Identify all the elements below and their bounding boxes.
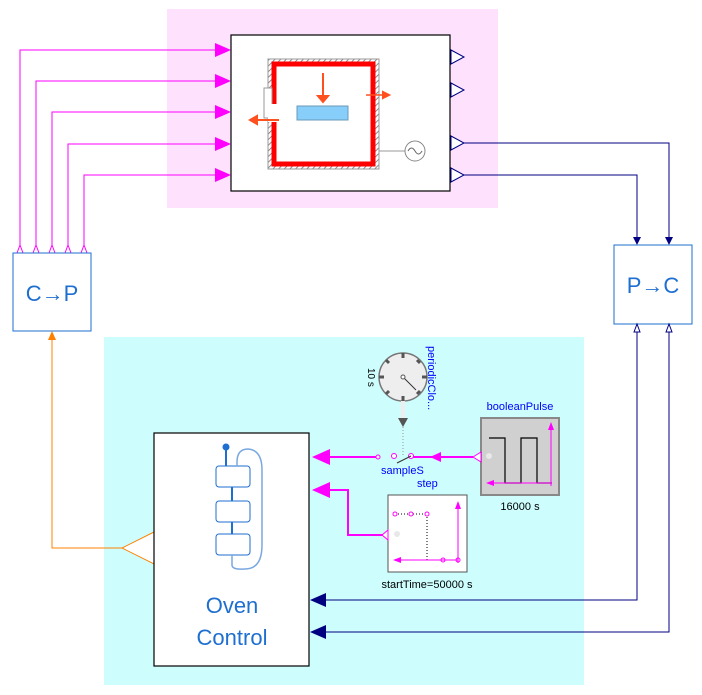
step-block[interactable]: startTime=50000 s xyxy=(381,494,473,591)
oven-control-boolean-inputs xyxy=(312,449,441,498)
step-start-time: startTime=50000 s xyxy=(382,579,473,591)
sample-step-label-line2: step xyxy=(417,478,438,490)
c-to-p-clock-input xyxy=(48,331,56,340)
boolean-pulse-period: 16000 s xyxy=(500,501,540,513)
oven-control-label-line1: Oven xyxy=(206,593,259,618)
oven-output-ports xyxy=(450,49,466,183)
clock-connection[interactable] xyxy=(51,340,122,549)
oven-plant-block[interactable] xyxy=(230,34,451,192)
p-to-c-output-ports xyxy=(633,322,673,333)
real-connections-plant[interactable] xyxy=(464,142,670,237)
real-connections-control[interactable] xyxy=(326,332,670,633)
boolean-pulse-output-port xyxy=(472,451,482,463)
boolean-connections-control[interactable] xyxy=(330,456,473,536)
oven-control-label-line2: Control xyxy=(197,625,268,650)
periodic-clock-period: 10 s xyxy=(365,368,376,387)
heat-flow-arrows-icon xyxy=(247,73,392,126)
p-to-c-input-arrows xyxy=(633,237,673,245)
c-to-p-output-ports xyxy=(16,243,88,254)
boolean-pulse-name: booleanPulse xyxy=(487,401,554,413)
periodic-clock-block[interactable]: 10 s periodicClo... xyxy=(365,346,437,427)
state-machine-icon xyxy=(215,443,263,570)
oven-load xyxy=(296,105,349,121)
boolean-pulse-block[interactable]: booleanPulse 16000 s xyxy=(472,401,560,513)
oven-control-block[interactable]: Oven Control xyxy=(153,432,310,667)
sample-step-label-line1: sampleS xyxy=(381,465,424,477)
c-to-p-block[interactable]: C→P xyxy=(12,252,92,332)
step-output-port xyxy=(381,528,389,542)
oven-input-arrows xyxy=(215,43,231,182)
c-to-p-label: C→P xyxy=(26,281,79,306)
p-to-c-block[interactable]: P→C xyxy=(613,244,693,325)
p-to-c-label: P→C xyxy=(627,273,680,298)
periodic-clock-name: periodicClo... xyxy=(425,346,437,410)
boolean-connections[interactable] xyxy=(19,49,215,245)
oven-control-real-inputs xyxy=(310,593,326,639)
sample-step-block[interactable]: sampleS step xyxy=(375,453,438,491)
pulse-waveform-icon xyxy=(489,437,552,484)
